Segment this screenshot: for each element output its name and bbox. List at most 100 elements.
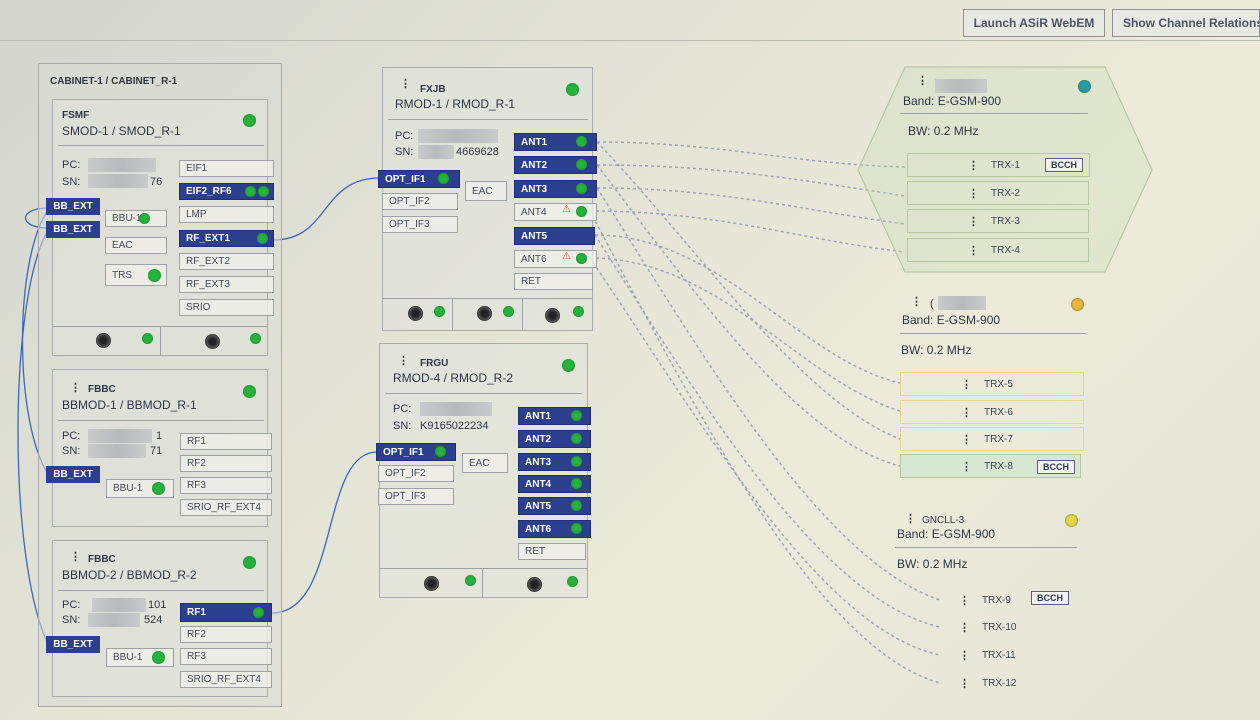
rmod4-port-ret[interactable]: RET <box>518 543 586 560</box>
bbmod2-port-rf1[interactable]: RF1 <box>180 603 272 622</box>
rmod1-port-opt-if3[interactable]: OPT_IF3 <box>382 216 458 233</box>
bbmod2-port-srio-rf-ext4[interactable]: SRIO_RF_EXT4 <box>180 671 272 688</box>
cell2-bw: BW: 0.2 MHz <box>901 343 972 357</box>
smod-rf-ext1-led <box>257 233 268 244</box>
smod-fan-2-icon <box>205 334 220 349</box>
cell2-trx6[interactable]: ⋮TRX-6 <box>900 400 1084 424</box>
rmod1-ant6-alarm-icon: ⚠ <box>562 251 571 262</box>
smod-pc-redacted <box>88 158 156 172</box>
rmod4-ant3-led <box>571 456 582 467</box>
bbmod1-pc-redacted <box>88 429 152 443</box>
bbmod2-pc-redacted <box>92 598 146 612</box>
bbmod1-bbu1-led <box>152 482 165 495</box>
smod-bb-ext-1[interactable]: BB_EXT <box>46 198 100 215</box>
rmod1-status-led <box>566 83 579 96</box>
smod-port-rf-ext1[interactable]: RF_EXT1 <box>179 230 274 247</box>
smod-port-rf-ext3[interactable]: RF_EXT3 <box>179 276 274 293</box>
bbmod2-sn-redacted <box>88 613 140 627</box>
smod-status-led <box>243 114 256 127</box>
rmod4-ant6-led <box>571 523 582 534</box>
rmod1-type: FXJB <box>420 84 446 95</box>
bbmod2-type: FBBC <box>88 554 116 565</box>
cell3-trx11[interactable]: ⋮TRX-11 <box>959 649 1016 662</box>
rmod1-name: RMOD-1 / RMOD_R-1 <box>395 97 516 111</box>
smod-pc-label: PC: <box>62 159 81 171</box>
smod-port-eif1[interactable]: EIF1 <box>179 160 274 177</box>
rmod1-ant3-led <box>576 183 587 194</box>
rmod1-drag-handle-icon[interactable]: ⋮ <box>400 78 411 90</box>
bbmod2-port-rf3[interactable]: RF3 <box>180 648 272 665</box>
smod-name: SMOD-1 / SMOD_R-1 <box>62 124 181 138</box>
rmod4-opt-if1-led <box>435 446 446 457</box>
bbmod1-port-rf2[interactable]: RF2 <box>180 455 272 472</box>
cell1-trx4[interactable]: ⋮TRX-4 <box>907 238 1089 262</box>
cell3-trx9[interactable]: ⋮TRX-9 <box>959 594 1011 607</box>
bbmod2-status-led <box>243 556 256 569</box>
cell1-status-led <box>1078 80 1091 93</box>
bbmod2-drag-handle-icon[interactable]: ⋮ <box>70 551 81 563</box>
cell1-trx3[interactable]: ⋮TRX-3 <box>907 209 1089 233</box>
rmod4-drag-handle-icon[interactable]: ⋮ <box>398 355 409 367</box>
rmod4-ant1-led <box>571 410 582 421</box>
rmod1-pc-redacted <box>418 129 498 143</box>
cell2-band: Band: E-GSM-900 <box>902 313 1001 327</box>
rmod4-port-eac[interactable]: EAC <box>462 453 508 473</box>
bbmod1-bb-ext[interactable]: BB_EXT <box>46 466 100 483</box>
bbmod2-pc-tail: 101 <box>148 599 167 611</box>
cell3-trx10[interactable]: ⋮TRX-10 <box>959 621 1017 634</box>
smod-eif2-led-1 <box>245 186 256 197</box>
rmod1-fan-1-led <box>434 306 445 317</box>
rmod1-port-ret[interactable]: RET <box>514 273 593 290</box>
cell3-bw: BW: 0.2 MHz <box>897 557 968 571</box>
smod-trs-led <box>148 269 161 282</box>
rmod1-port-opt-if2[interactable]: OPT_IF2 <box>382 193 458 210</box>
smod-port-lmp[interactable]: LMP <box>179 206 274 223</box>
cell3-trx12[interactable]: ⋮TRX-12 <box>959 677 1017 690</box>
bbmod2-bb-ext[interactable]: BB_EXT <box>46 636 100 653</box>
cell1-band: Band: E-GSM-900 <box>903 94 1002 108</box>
bbmod1-sn-redacted <box>88 444 146 458</box>
rmod4-sn-value: K9165022234 <box>420 420 489 432</box>
cell2-trx5[interactable]: ⋮TRX-5 <box>900 372 1084 396</box>
cell1-trx2[interactable]: ⋮TRX-2 <box>907 181 1089 205</box>
smod-bb-ext-2[interactable]: BB_EXT <box>46 221 100 238</box>
rmod1-fan-1-icon <box>408 306 423 321</box>
rmod1-ant4-led <box>576 206 587 217</box>
rmod1-ant1-led <box>576 136 587 147</box>
rmod1-fan-3-icon <box>545 308 560 323</box>
rmod1-sn-redacted <box>418 145 454 159</box>
bbmod1-port-rf3[interactable]: RF3 <box>180 477 272 494</box>
rmod1-ant6-led <box>576 253 587 264</box>
rmod4-pc-label: PC: <box>393 403 412 415</box>
cell1-trx1[interactable]: ⋮TRX-1 <box>907 153 1090 177</box>
cell2-drag-handle-icon[interactable]: ⋮ <box>911 296 922 308</box>
rmod4-port-opt-if2[interactable]: OPT_IF2 <box>378 465 454 482</box>
rmod1-port-ant5[interactable]: ANT5 <box>514 227 595 245</box>
bbmod1-port-rf1[interactable]: RF1 <box>180 433 272 450</box>
launch-webem-button[interactable]: Launch ASiR WebEM <box>963 9 1105 37</box>
rmod4-type: FRGU <box>420 358 449 369</box>
rmod4-ant2-led <box>571 433 582 444</box>
rmod1-port-eac[interactable]: EAC <box>465 181 507 201</box>
rmod4-pc-redacted <box>420 402 492 416</box>
bbmod1-pc-tail: 1 <box>156 430 163 442</box>
show-channel-relations-button[interactable]: Show Channel Relations <box>1112 9 1260 37</box>
cell1-drag-handle-icon[interactable]: ⋮ <box>917 75 928 87</box>
bbmod2-name: BBMOD-2 / BBMOD_R-2 <box>62 568 197 582</box>
bbmod2-bbu1-led <box>152 651 165 664</box>
smod-port-eac[interactable]: EAC <box>105 237 167 254</box>
bbmod1-status-led <box>243 385 256 398</box>
smod-fan-1-icon <box>96 333 111 348</box>
smod-sn-tail: 76 <box>150 176 163 188</box>
bbmod1-port-srio-rf-ext4[interactable]: SRIO_RF_EXT4 <box>180 499 272 516</box>
rmod4-sn-label: SN: <box>393 420 412 432</box>
bbmod1-drag-handle-icon[interactable]: ⋮ <box>70 382 81 394</box>
smod-port-srio[interactable]: SRIO <box>179 299 274 316</box>
rmod4-port-opt-if3[interactable]: OPT_IF3 <box>378 488 454 505</box>
cell2-trx7[interactable]: ⋮TRX-7 <box>900 427 1084 451</box>
bbmod2-port-rf2[interactable]: RF2 <box>180 626 272 643</box>
cell3-drag-handle-icon[interactable]: ⋮ <box>905 513 916 525</box>
smod-port-bbu1[interactable]: BBU-1 <box>105 210 167 227</box>
rmod4-fan-2-icon <box>527 577 542 592</box>
smod-port-rf-ext2[interactable]: RF_EXT2 <box>179 253 274 270</box>
